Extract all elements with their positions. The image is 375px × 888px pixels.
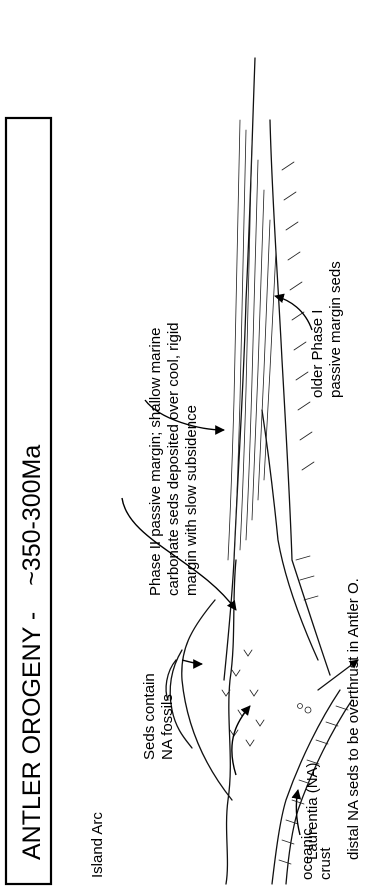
- svg-text:passive margin seds: passive margin seds: [327, 261, 344, 398]
- title-text: ANTLER OROGENY -~350-300Ma: [18, 445, 46, 860]
- svg-text:NA fossils: NA fossils: [159, 694, 176, 760]
- oceanic-arrow-icon: [296, 790, 300, 835]
- distal-seds-label: distal NA seds to be overthrust in Antle…: [345, 578, 362, 860]
- svg-text:Seds contain: Seds contain: [141, 673, 158, 760]
- svg-text:oceanic: oceanic: [299, 828, 316, 880]
- svg-text:Phase II passive margin; shall: Phase II passive margin; shallow marine: [147, 328, 164, 596]
- island-arc-arrow-icon: [232, 706, 250, 775]
- island-arc-label: Island Arc: [89, 812, 106, 878]
- svg-text:older Phase I: older Phase I: [309, 310, 326, 398]
- svg-text:crust: crust: [317, 847, 334, 880]
- older-phase1-label: older Phase I passive margin seds: [309, 261, 344, 398]
- seds-arrow-icon: [182, 660, 202, 664]
